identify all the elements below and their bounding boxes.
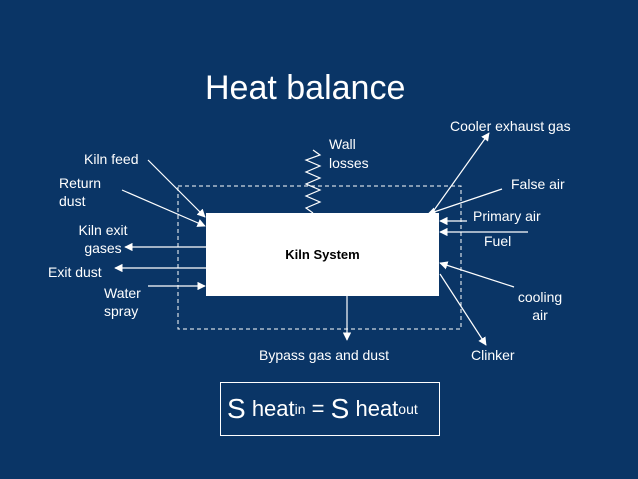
label-primary-air: Primary air xyxy=(473,208,541,224)
arrow-false-air xyxy=(427,188,503,216)
label-bypass: Bypass gas and dust xyxy=(259,347,389,363)
arrow-clinker xyxy=(439,273,487,346)
label-cooler-exhaust: Cooler exhaust gas xyxy=(450,118,571,134)
label-water-line1: Water xyxy=(104,285,141,301)
formula-heat-out: heat xyxy=(355,396,399,421)
label-kiln-exit-line1: Kiln exit xyxy=(78,222,128,238)
system-boundary xyxy=(177,185,462,330)
label-false-air: False air xyxy=(511,176,565,192)
label-exit-dust: Exit dust xyxy=(48,264,102,280)
label-wall-line1: Wall xyxy=(329,136,356,152)
label-cooling-line1: cooling xyxy=(517,289,563,305)
label-fuel: Fuel xyxy=(484,233,512,249)
arrow-return-dust xyxy=(121,189,206,227)
arrow-cooler-exhaust xyxy=(431,132,490,214)
formula-sum-out: S xyxy=(330,393,350,424)
formula-heat-in: heat xyxy=(251,396,295,421)
label-return-dust-line1: Return xyxy=(59,175,102,191)
label-return-dust-line2: dust xyxy=(59,193,86,209)
label-cooling-line2: air xyxy=(532,307,548,323)
label-clinker: Clinker xyxy=(471,347,515,363)
wall-losses-zigzag xyxy=(304,149,322,214)
kiln-system-box: Kiln System xyxy=(206,213,439,296)
formula-equals: = xyxy=(311,396,325,421)
page-title: Heat balance xyxy=(205,69,406,107)
label-water-line2: spray xyxy=(104,303,139,319)
label-kiln-feed: Kiln feed xyxy=(84,151,139,167)
label-kiln-exit-line2: gases xyxy=(84,240,122,256)
arrow-kiln-feed xyxy=(147,159,206,218)
formula-sub-out: out xyxy=(398,401,418,417)
kiln-system-label: Kiln System xyxy=(285,247,360,262)
label-wall-line2: losses xyxy=(329,155,369,171)
arrow-cooling-air xyxy=(439,261,515,288)
formula-sub-in: in xyxy=(294,401,306,417)
formula-sum-in: S xyxy=(227,393,246,424)
